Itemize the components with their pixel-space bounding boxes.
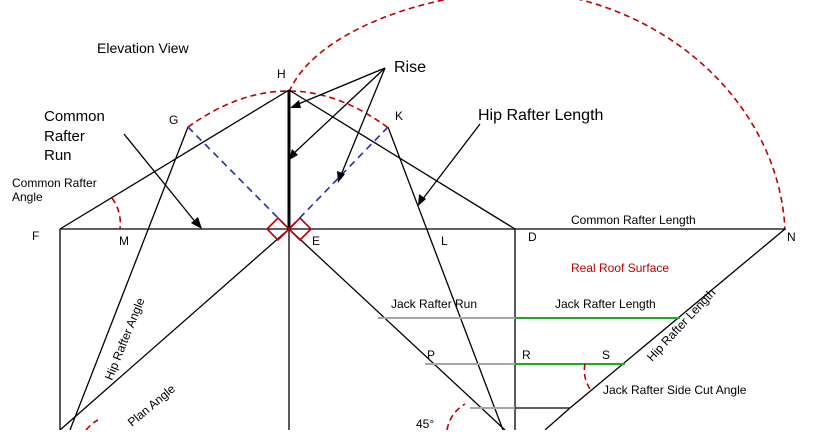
common-rafter-run-label-2: Rafter <box>44 128 85 145</box>
point-k: K <box>395 109 403 123</box>
point-d: D <box>528 230 537 244</box>
common-rafter-run-label-3: Run <box>44 147 72 164</box>
point-e: E <box>312 234 320 248</box>
real-roof-surface-label: Real Roof Surface <box>571 261 669 275</box>
plan-diagonal-left <box>59 228 290 431</box>
jack-rafter-side-cut-angle-label: Jack Rafter Side Cut Angle <box>603 383 747 397</box>
rise-arc <box>187 90 388 128</box>
jack-side-cut-angle-arc <box>583 363 593 393</box>
rise-label: Rise <box>394 59 426 76</box>
point-s: S <box>602 348 610 362</box>
plan-angle-label: Plan Angle <box>125 381 178 429</box>
common-rafter-angle-arc <box>111 197 122 230</box>
point-n: N <box>787 230 796 244</box>
right-angle-mark-left <box>265 216 291 242</box>
point-p: P <box>427 348 435 362</box>
hip-length-swing-arc <box>288 0 786 231</box>
point-f: F <box>32 229 39 243</box>
point-r: R <box>522 348 531 362</box>
common-rafter-angle-label-1: Common Rafter <box>12 176 97 190</box>
hip-rafter-angle-arc <box>85 419 99 431</box>
hip-rafter-length-arrow <box>418 123 481 206</box>
hip-rafter-from-g <box>69 126 189 431</box>
roof-line-f-h <box>59 89 290 230</box>
jack-rafter-run-label: Jack Rafter Run <box>391 297 477 311</box>
forty-five-degree-label: 45° <box>416 417 434 430</box>
plan-diagonal-right <box>288 228 506 431</box>
point-l: L <box>441 234 448 248</box>
elevation-view-label: Elevation View <box>97 40 189 56</box>
common-rafter-run-arrow <box>123 133 202 229</box>
roof-line-h-d <box>288 89 516 230</box>
jack-rafter-length-label: Jack Rafter Length <box>555 297 656 311</box>
right-angle-mark-right <box>287 216 313 242</box>
forty-five-degree-arc <box>446 403 466 431</box>
hip-rafter-length-label: Hip Rafter Length <box>478 107 603 124</box>
point-h: H <box>277 67 286 81</box>
point-g: G <box>169 113 178 127</box>
rise-arrows <box>289 67 386 183</box>
hip-rafter-angle-label: Hip Rafter Angle <box>102 296 148 383</box>
point-m: M <box>119 234 129 248</box>
common-rafter-run-label-1: Common <box>44 108 105 125</box>
common-rafter-length-label: Common Rafter Length <box>571 213 696 227</box>
common-rafter-angle-label-2: Angle <box>12 190 43 204</box>
lower-angle-line <box>544 407 571 431</box>
hip-rafter-from-k <box>387 126 504 431</box>
